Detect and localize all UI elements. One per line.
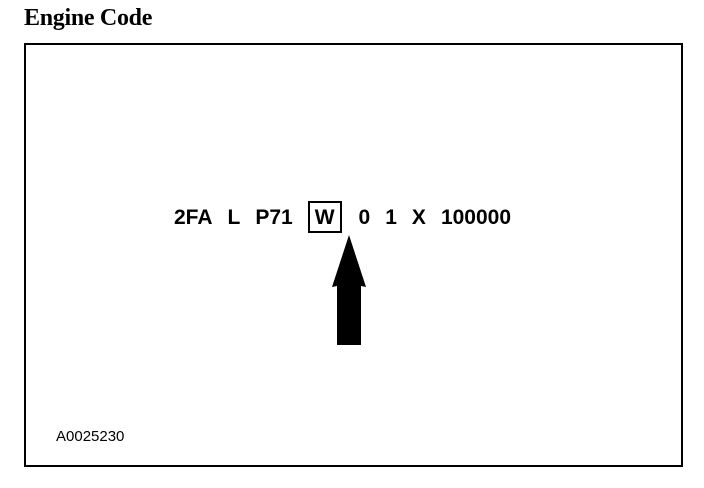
engine-code-row: 2FA L P71 W 0 1 X 100000 (174, 200, 511, 234)
code-segment-body: P71 (255, 205, 293, 229)
diagram-frame: 2FA L P71 W 0 1 X 100000 A0025230 (24, 43, 683, 467)
code-segment-plant: X (411, 205, 426, 229)
code-segment-check-digit: 0 (358, 205, 371, 229)
up-arrow-icon (332, 235, 366, 345)
code-segment-serial: 100000 (440, 205, 512, 229)
page-title: Engine Code (24, 5, 153, 31)
code-segment-engine-highlighted: W (307, 201, 342, 233)
up-arrow-shape (332, 235, 366, 345)
code-segment-model: 2FA (174, 205, 213, 229)
code-segment-line: L (227, 205, 241, 229)
figure-id: A0025230 (56, 428, 125, 445)
code-segment-year: 1 (385, 205, 397, 229)
